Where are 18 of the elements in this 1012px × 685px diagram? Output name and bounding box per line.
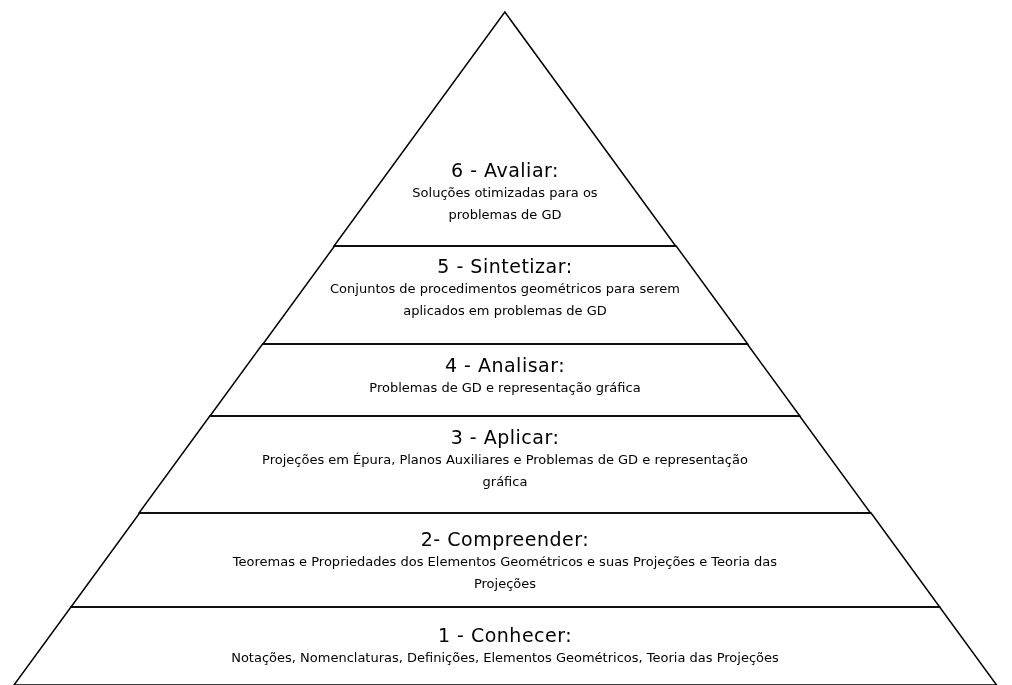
pyramid-level (70, 513, 940, 607)
level-title: 3 - Aplicar: (450, 425, 560, 449)
level-description: Soluções otimizadas para os problemas de GD (411, 184, 599, 224)
pyramid-level (13, 607, 997, 685)
level-description: Problemas de GD e representação gráfica (369, 379, 641, 397)
pyramid-level (210, 344, 800, 416)
level-description: Conjuntos de procedimentos geométricos para serem aplicados em problemas de GD (330, 280, 680, 320)
level-title: 1 - Conhecer: (437, 623, 573, 647)
level-description: Notações, Nomenclaturas, Definições, Elementos Geométricos, Teoria das Projeções (231, 649, 779, 667)
pyramid-level (262, 246, 748, 344)
level-title: 2- Compreender: (420, 527, 590, 551)
level-description: Projeções em Épura, Planos Auxiliares e Problemas de GD e representação gráfica (261, 451, 749, 491)
level-title: 6 - Avaliar: (451, 158, 559, 182)
level-description: Teoremas e Propriedades dos Elementos Geométricos e suas Projeções e Teoria das Projeções (231, 553, 779, 593)
level-title: 5 - Sintetizar: (437, 254, 573, 278)
pyramid-level (334, 12, 676, 246)
level-title: 4 - Analisar: (444, 353, 566, 377)
pyramid-level (139, 416, 871, 513)
